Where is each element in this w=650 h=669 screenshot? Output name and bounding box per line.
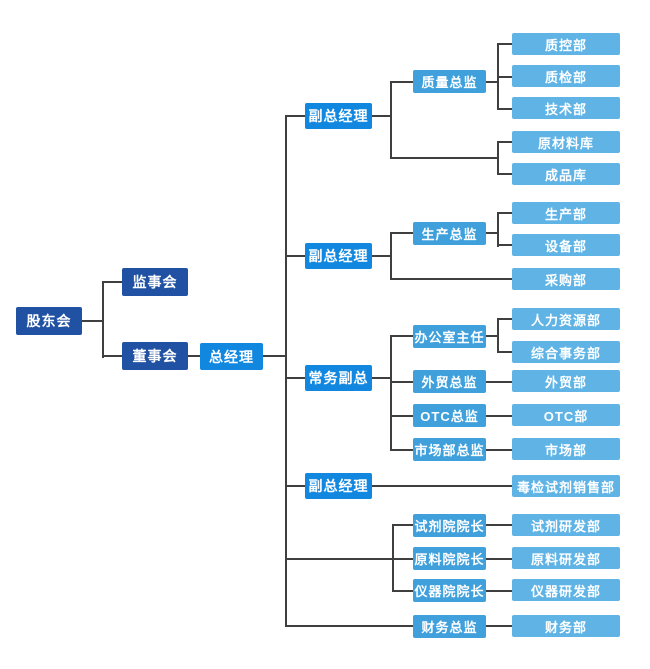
org-node-foreign-trade-dept: 外贸部 <box>512 370 620 392</box>
connector <box>486 81 499 83</box>
connector <box>499 43 512 45</box>
org-node-general-manager: 总经理 <box>200 343 263 370</box>
connector <box>499 212 512 214</box>
connector <box>394 590 413 592</box>
org-node-purchasing-dept: 采购部 <box>512 268 620 290</box>
connector <box>285 115 287 627</box>
connector <box>188 355 200 357</box>
connector <box>392 524 394 592</box>
connector <box>102 355 122 357</box>
connector <box>392 415 413 417</box>
org-node-reagent-rd-dept: 试剂研发部 <box>512 514 620 536</box>
connector <box>499 318 512 320</box>
org-node-production-director: 生产总监 <box>413 222 486 245</box>
connector <box>486 335 499 337</box>
org-node-equipment-dept: 设备部 <box>512 234 620 256</box>
connector <box>102 281 122 283</box>
connector <box>499 76 512 78</box>
connector <box>392 449 413 451</box>
connector <box>497 43 499 110</box>
connector <box>390 232 392 280</box>
connector <box>497 212 499 247</box>
org-node-otc-dept: OTC部 <box>512 404 620 426</box>
org-node-executive-deputy-gm: 常务副总 <box>305 365 372 391</box>
org-node-shareholders-meeting: 股东会 <box>16 307 82 335</box>
connector <box>486 232 499 234</box>
connector <box>486 449 512 451</box>
org-node-quality-director: 质量总监 <box>413 70 486 93</box>
connector <box>287 255 305 257</box>
org-node-instrument-institute-dean: 仪器院院长 <box>413 579 486 602</box>
org-node-deputy-gm-1: 副总经理 <box>305 103 372 129</box>
connector <box>372 485 512 487</box>
org-node-qc-dept: 质控部 <box>512 33 620 55</box>
org-node-office-director: 办公室主任 <box>413 325 486 348</box>
connector <box>486 590 512 592</box>
org-node-production-dept: 生产部 <box>512 202 620 224</box>
org-node-foreign-trade-director: 外贸总监 <box>413 370 486 393</box>
connector <box>263 355 287 357</box>
org-node-board-of-directors: 董事会 <box>122 342 188 370</box>
org-node-general-affairs-dept: 综合事务部 <box>512 341 620 363</box>
connector <box>392 278 512 280</box>
org-node-marketing-director: 市场部总监 <box>413 438 486 461</box>
org-node-supervisory-board: 监事会 <box>122 268 188 296</box>
org-node-material-institute-dean: 原料院院长 <box>413 547 486 570</box>
connector <box>372 255 392 257</box>
connector <box>392 335 413 337</box>
connector <box>499 244 512 246</box>
org-node-deputy-gm-2: 副总经理 <box>305 243 372 269</box>
connector <box>394 524 413 526</box>
connector <box>390 335 392 451</box>
org-node-deputy-gm-3: 副总经理 <box>305 473 372 499</box>
org-node-technology-dept: 技术部 <box>512 97 620 119</box>
org-node-otc-director: OTC总监 <box>413 404 486 427</box>
org-node-reagent-institute-dean: 试剂院院长 <box>413 514 486 537</box>
connector <box>287 558 413 560</box>
connector <box>486 558 512 560</box>
connector <box>372 377 392 379</box>
connector <box>392 157 499 159</box>
org-node-instrument-rd-dept: 仪器研发部 <box>512 579 620 601</box>
connector <box>82 320 104 322</box>
connector <box>102 281 104 358</box>
connector <box>287 625 413 627</box>
connector <box>497 141 499 175</box>
connector <box>497 318 499 353</box>
org-node-finance-dept: 财务部 <box>512 615 620 637</box>
connector <box>499 141 512 143</box>
connector <box>392 381 413 383</box>
org-node-finance-director: 财务总监 <box>413 615 486 638</box>
connector <box>392 232 413 234</box>
connector <box>287 485 305 487</box>
connector <box>486 415 512 417</box>
connector <box>499 173 512 175</box>
org-node-finished-goods-warehouse: 成品库 <box>512 163 620 185</box>
org-node-marketing-dept: 市场部 <box>512 438 620 460</box>
connector <box>486 381 512 383</box>
connector <box>499 108 512 110</box>
org-node-raw-material-warehouse: 原材料库 <box>512 131 620 153</box>
org-node-quality-inspection-dept: 质检部 <box>512 65 620 87</box>
connector <box>486 625 512 627</box>
org-node-drug-test-reagent-sales-dept: 毒检试剂销售部 <box>512 475 620 497</box>
connector <box>287 115 305 117</box>
connector <box>390 81 392 159</box>
connector <box>499 351 512 353</box>
org-node-hr-dept: 人力资源部 <box>512 308 620 330</box>
connector <box>486 524 512 526</box>
connector <box>287 377 305 379</box>
connector <box>372 115 392 117</box>
org-node-material-rd-dept: 原料研发部 <box>512 547 620 569</box>
connector <box>392 81 413 83</box>
